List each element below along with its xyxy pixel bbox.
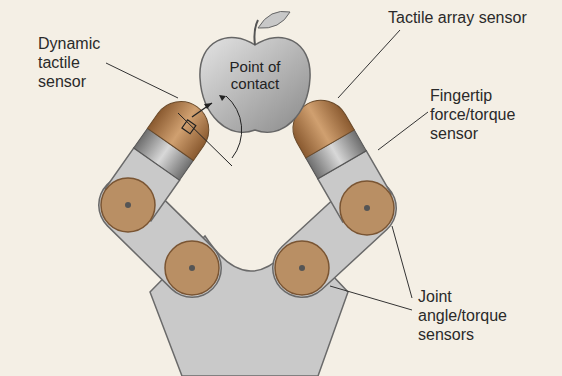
leader-line bbox=[106, 30, 428, 310]
part-label: Fingertip force/torque sensor bbox=[430, 86, 550, 143]
part-label: Joint angle/torque sensors bbox=[418, 287, 538, 344]
apple bbox=[200, 37, 310, 132]
node-text: Point of contact bbox=[213, 58, 297, 92]
part-label: Dynamic tactile sensor bbox=[38, 34, 108, 91]
apple-node: Point of contact bbox=[213, 58, 297, 92]
joint bbox=[101, 178, 394, 295]
palm bbox=[150, 236, 348, 376]
part-label: Tactile array sensor bbox=[388, 8, 558, 27]
